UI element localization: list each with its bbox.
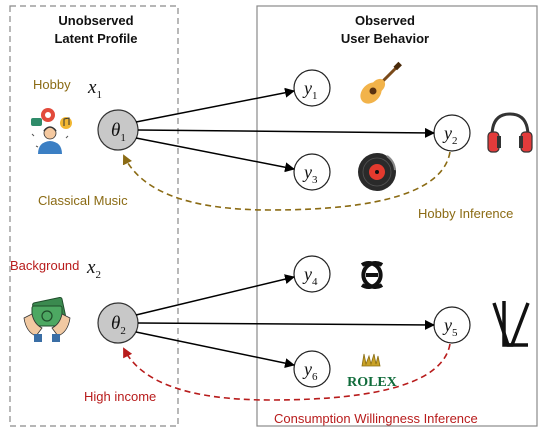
hobby-variable-x1: x1 bbox=[87, 77, 102, 101]
theta2-symbol: θ bbox=[111, 313, 120, 334]
y4-subscript: 4 bbox=[312, 276, 318, 288]
hands-holding-cash-icon bbox=[23, 296, 71, 342]
y4-label: y4 bbox=[302, 264, 318, 288]
user-behavior-panel bbox=[256, 5, 538, 427]
edge-theta2-y4 bbox=[135, 274, 295, 316]
y5-label: y5 bbox=[442, 315, 458, 339]
edge-theta1-y1 bbox=[135, 87, 295, 123]
y4-observed-node bbox=[293, 255, 331, 293]
edge-theta2-y5 bbox=[137, 319, 435, 330]
hobby-inference-label: Hobby Inference bbox=[418, 206, 513, 221]
y6-label: y6 bbox=[302, 359, 318, 383]
rolex-logo-icon: ROLEX bbox=[347, 353, 397, 390]
y2-label: y2 bbox=[442, 123, 458, 147]
background-attribute-label: Background bbox=[10, 258, 79, 273]
latent-panel-title-line1: Unobserved bbox=[58, 13, 133, 28]
y5-subscript: 5 bbox=[452, 327, 458, 339]
y3-subscript: 3 bbox=[312, 174, 318, 186]
hobby-attribute-label: Hobby bbox=[33, 77, 71, 92]
x1-subscript: 1 bbox=[96, 89, 102, 101]
consumption-inference-label: Consumption Willingness Inference bbox=[274, 411, 478, 426]
y1-label: y1 bbox=[302, 78, 318, 102]
behavior-panel-title-line2: User Behavior bbox=[341, 31, 429, 46]
latent-panel-title-line2: Latent Profile bbox=[54, 31, 137, 46]
gucci-logo-icon bbox=[360, 261, 384, 289]
theta2-subscript: 2 bbox=[120, 325, 126, 337]
hobby-inferred-value: Classical Music bbox=[38, 193, 128, 208]
listener-with-music-icons-icon bbox=[31, 108, 72, 154]
theta1-label: θ1 bbox=[111, 120, 126, 144]
y6-subscript: 6 bbox=[312, 371, 318, 383]
y2-subscript: 2 bbox=[452, 135, 458, 147]
y5-symbol: y bbox=[442, 315, 452, 335]
y3-label: y3 bbox=[302, 162, 318, 186]
theta2-label: θ2 bbox=[111, 313, 126, 337]
guitar-icon bbox=[360, 61, 402, 104]
y2-symbol: y bbox=[442, 123, 452, 143]
y3-symbol: y bbox=[302, 162, 312, 182]
vinyl-record-icon bbox=[358, 153, 396, 191]
louis-vuitton-logo-icon bbox=[492, 301, 530, 347]
consumption-inference-arrow bbox=[123, 343, 451, 401]
theta1-symbol: θ bbox=[111, 120, 120, 141]
y1-symbol: y bbox=[302, 78, 312, 98]
x1-symbol: x bbox=[87, 77, 97, 98]
y6-symbol: y bbox=[302, 359, 312, 379]
y6-observed-node bbox=[293, 350, 331, 388]
latent-profile-panel bbox=[9, 5, 179, 427]
x2-symbol: x bbox=[86, 257, 96, 278]
edge-theta1-y2 bbox=[137, 127, 435, 138]
x2-subscript: 2 bbox=[95, 269, 101, 281]
edge-theta2-y6 bbox=[135, 331, 295, 369]
background-inferred-value: High income bbox=[84, 389, 156, 404]
edge-theta1-y3 bbox=[135, 137, 295, 173]
background-variable-x2: x2 bbox=[86, 257, 101, 281]
y1-subscript: 1 bbox=[312, 90, 318, 102]
hobby-inference-arrow bbox=[122, 151, 451, 211]
theta1-subscript: 1 bbox=[120, 132, 126, 144]
rolex-logo-text: ROLEX bbox=[347, 375, 397, 390]
y4-symbol: y bbox=[302, 264, 312, 284]
behavior-panel-title-line1: Observed bbox=[355, 13, 415, 28]
headphones-icon bbox=[487, 112, 533, 153]
